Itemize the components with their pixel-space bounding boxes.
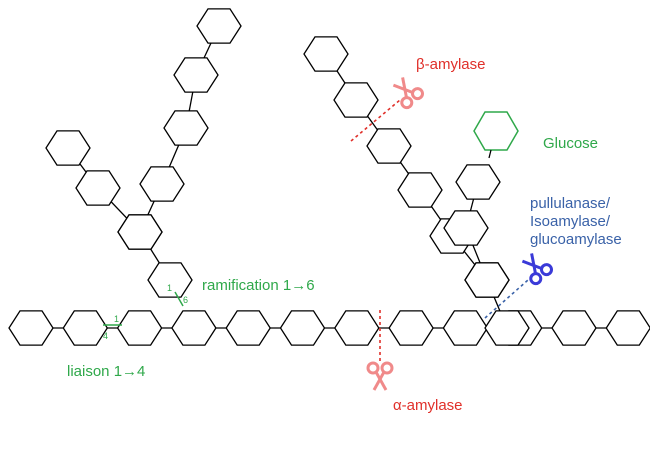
- liaison-label: liaison 1→4: [67, 363, 145, 380]
- glucose-unit: [443, 210, 489, 246]
- debranching-label-line1: pullulanase/: [530, 195, 611, 212]
- ramification-label: ramification 1→6: [202, 277, 315, 294]
- glucose-unit: [45, 130, 91, 166]
- position-1-label: 1: [167, 283, 172, 293]
- beta-amylase-label: β-amylase: [416, 56, 485, 73]
- glucose-unit: [303, 36, 349, 72]
- glucose-unit: [75, 170, 121, 206]
- glucose-unit: [455, 164, 501, 200]
- scissors-icon: [521, 253, 554, 286]
- glucose-unit: [279, 310, 326, 346]
- glucose-unit: [334, 310, 380, 346]
- glucose-unit-highlight: [473, 111, 519, 151]
- glucose-unit: [173, 57, 219, 93]
- glucose-unit: [163, 110, 209, 146]
- glucose-unit: [139, 166, 185, 202]
- glucose-unit: [8, 310, 54, 346]
- glucose-units: [8, 8, 650, 346]
- scissors-icon: [392, 77, 425, 110]
- alpha-amylase-label: α-amylase: [393, 397, 463, 414]
- glucose-unit: [551, 310, 597, 346]
- glucose-unit: [333, 82, 379, 118]
- position-6-label: 6: [183, 295, 188, 305]
- glucose-unit: [605, 310, 650, 346]
- glucose-unit: [117, 214, 163, 250]
- glucose-label: Glucose: [543, 135, 598, 152]
- glucose-unit: [388, 310, 434, 346]
- glucose-unit: [397, 172, 443, 208]
- glucose-unit: [196, 8, 242, 44]
- position-4-label: 4: [103, 331, 108, 341]
- debranching-label-line2: Isoamylase/: [530, 213, 611, 230]
- beta-amylase-cut-line: [350, 99, 401, 142]
- glucose-unit: [484, 310, 530, 346]
- glucose-bond: [488, 149, 492, 159]
- alpha-1-6-link: [174, 291, 184, 307]
- glucose-unit: [464, 262, 510, 298]
- glucose-unit: [171, 310, 217, 346]
- glucose-unit: [116, 310, 163, 346]
- glucose-unit: [225, 310, 271, 346]
- debranching-label-line3: glucoamylase: [530, 231, 622, 248]
- glucose-unit: [147, 262, 193, 298]
- scissors-icon: [366, 361, 394, 391]
- glucose-unit: [442, 310, 489, 346]
- glucose-unit: [62, 310, 109, 346]
- glucose-unit: [366, 128, 412, 164]
- position-1-label: 1: [114, 314, 119, 324]
